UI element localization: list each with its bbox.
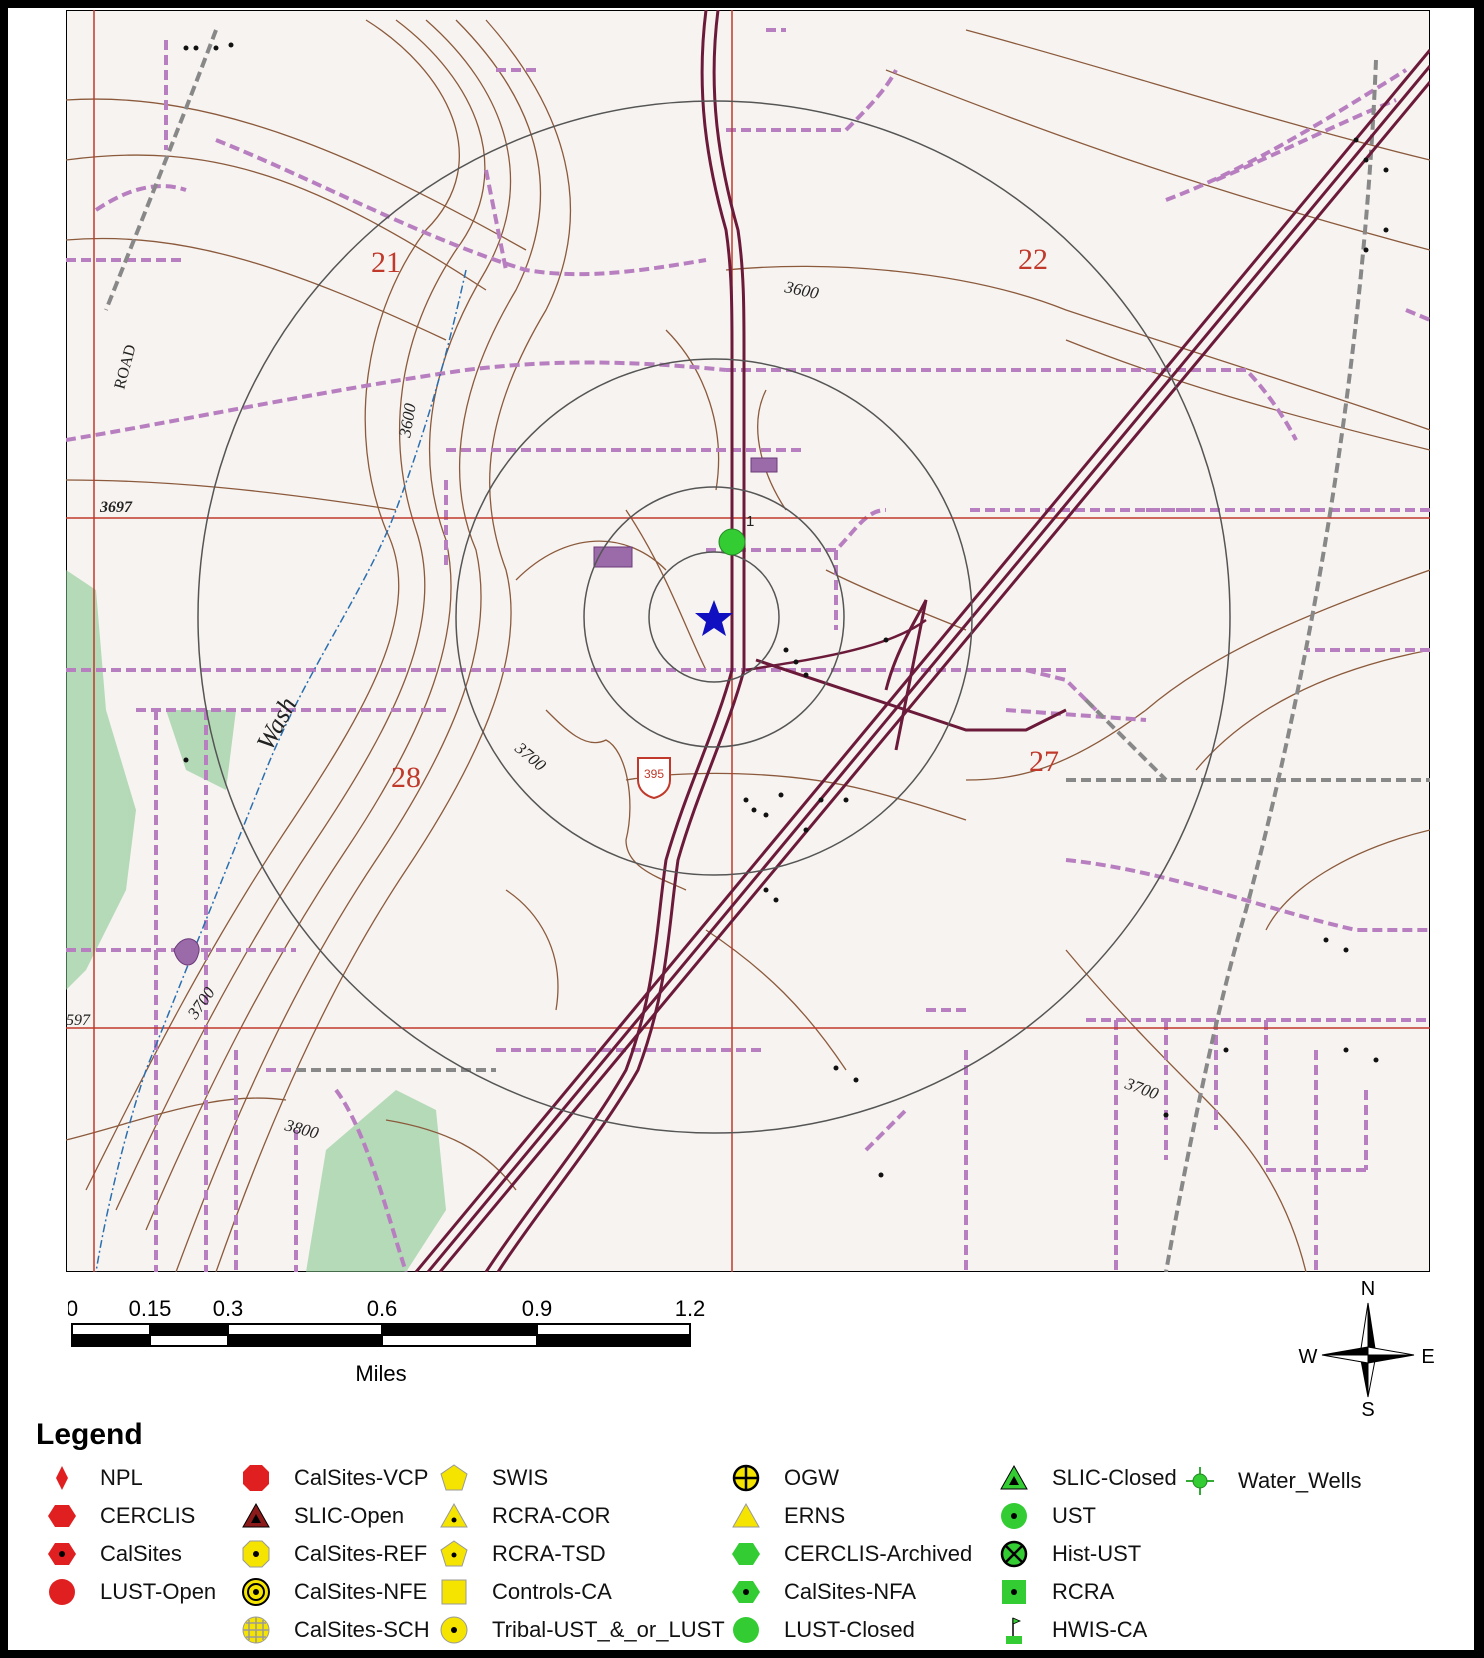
legend-item: SLIC-Open: [240, 1498, 404, 1534]
scale-tick-label: 0.9: [522, 1298, 553, 1321]
us-highway-395: [484, 10, 1067, 1272]
green-hexagon-icon: [732, 1543, 760, 1565]
legend-item: RCRA: [998, 1574, 1114, 1610]
green-circle-icon: [733, 1617, 759, 1643]
yellow-triangle-dot-icon: [440, 1502, 468, 1528]
yellow-circle-cross-icon: [242, 1616, 270, 1644]
legend-item: RCRA-TSD: [438, 1536, 606, 1572]
site-marker-label: 1: [746, 513, 754, 530]
yellow-pentagon-dot-icon: [440, 1540, 468, 1567]
topographic-map[interactable]: 21 22 28 27 3600 3600 3700 3700 3800 370…: [66, 10, 1430, 1272]
highway-shield: 395: [637, 757, 671, 800]
yellow-circle-plus-icon: [732, 1464, 760, 1492]
green-triangle-icon: [1000, 1464, 1028, 1490]
legend-item: CalSites: [46, 1536, 182, 1572]
green-circle-x-icon: [1000, 1540, 1028, 1568]
legend-item: CalSites-REF: [240, 1536, 427, 1572]
yellow-circle-dot-icon: [440, 1616, 468, 1644]
hatched-structures: [173, 457, 778, 966]
legend-item: CalSites-NFE: [240, 1574, 427, 1610]
legend-title: Legend: [36, 1418, 143, 1451]
interstate-highway: [414, 49, 1430, 1272]
compass-e: E: [1421, 1346, 1434, 1368]
section-label-22: 22: [1018, 243, 1048, 276]
legend-item: CERCLIS: [46, 1498, 195, 1534]
legend-item: Water_Wells: [1184, 1463, 1361, 1499]
legend-item: UST: [998, 1498, 1096, 1534]
benchmark-label: 597: [66, 1012, 91, 1029]
benchmark-label: 3697: [99, 499, 133, 516]
compass-s: S: [1361, 1399, 1374, 1421]
yellow-triangle-icon: [732, 1502, 760, 1528]
search-radius-rings: [197, 100, 1231, 1134]
red-diamond-icon: [56, 1466, 68, 1490]
scale-units-label: Miles: [355, 1361, 406, 1386]
target-site-star-icon[interactable]: [695, 600, 733, 636]
green-square-dot-icon: [1002, 1580, 1026, 1604]
legend-item: CalSites-NFA: [730, 1574, 916, 1610]
legend-item: HWIS-CA: [998, 1612, 1147, 1648]
ust-site-marker[interactable]: [718, 528, 746, 556]
dark-red-triangle-icon: [242, 1502, 270, 1528]
red-hexagon-icon: [48, 1505, 76, 1527]
map-background: [66, 10, 1430, 1272]
map-figure: 21 22 28 27 3600 3600 3700 3700 3800 370…: [8, 8, 1474, 1650]
section-label-27: 27: [1029, 745, 1059, 778]
scale-tick-label: 0.6: [367, 1298, 398, 1321]
legend-item: SWIS: [438, 1460, 548, 1496]
section-label-28: 28: [391, 761, 421, 794]
legend-item: NPL: [46, 1460, 143, 1496]
unimproved-roads: [104, 29, 1430, 1272]
scale-tick-label: 0.3: [213, 1298, 244, 1321]
legend-item: CERCLIS-Archived: [730, 1536, 972, 1572]
section-label-21: 21: [371, 246, 401, 279]
green-hexagon-dot-icon: [732, 1581, 760, 1603]
scale-tick-label: 1.2: [675, 1298, 706, 1321]
wash-stream: [95, 269, 467, 1272]
green-well-icon: [1186, 1467, 1214, 1495]
vegetation-areas: [66, 570, 446, 1272]
svg-text:395: 395: [644, 767, 664, 781]
scale-bar: 0 0.15 0.3 0.6 0.9 1.2 Miles: [68, 1298, 706, 1386]
yellow-octagon-dot-icon: [242, 1540, 270, 1568]
contour-lines: [66, 19, 1430, 1272]
red-hexagon-dot-icon: [48, 1543, 76, 1565]
legend-item: SLIC-Closed: [998, 1460, 1177, 1496]
building-dots: [183, 42, 1389, 1178]
yellow-square-icon: [441, 1579, 467, 1605]
compass-n: N: [1361, 1278, 1375, 1300]
trails: [66, 28, 1430, 1272]
legend-item: ERNS: [730, 1498, 845, 1534]
compass-w: W: [1299, 1346, 1318, 1368]
legend-item: LUST-Closed: [730, 1612, 915, 1648]
yellow-bullseye-icon: [242, 1578, 270, 1606]
red-circle-icon: [49, 1579, 75, 1605]
legend-item: Controls-CA: [438, 1574, 612, 1610]
red-octagon-icon: [243, 1465, 269, 1491]
north-arrow-compass: N S W E: [1299, 1278, 1435, 1421]
legend-item: CalSites-VCP: [240, 1460, 428, 1496]
green-flag-icon: [1006, 1617, 1022, 1644]
yellow-pentagon-icon: [440, 1464, 468, 1491]
scale-tick-label: 0: [68, 1298, 78, 1321]
scale-tick-label: 0.15: [129, 1298, 172, 1321]
legend-item: Hist-UST: [998, 1536, 1141, 1572]
legend-item: LUST-Open: [46, 1574, 216, 1610]
legend-item: OGW: [730, 1460, 839, 1496]
legend-item: CalSites-SCH: [240, 1612, 430, 1648]
legend-item: Tribal-UST_&_or_LUST: [438, 1612, 725, 1648]
green-circle-dot-icon: [1001, 1503, 1027, 1529]
legend-item: RCRA-COR: [438, 1498, 611, 1534]
